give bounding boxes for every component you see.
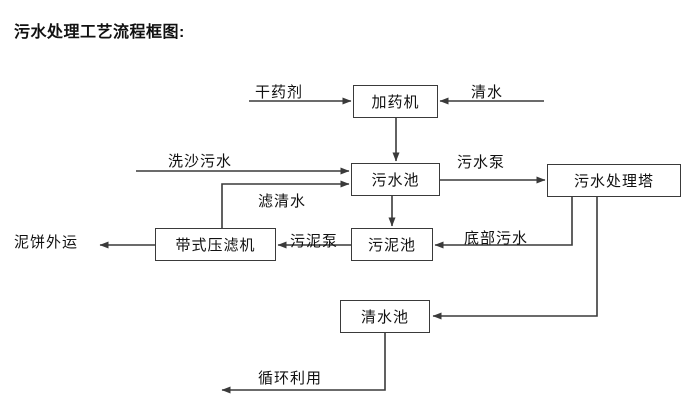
node-belt-filter-press[interactable]: 带式压滤机 (155, 228, 276, 261)
page-title: 污水处理工艺流程框图: (14, 24, 185, 41)
label-sewage-pump: 污水泵 (457, 154, 506, 171)
label-recycle-use: 循环利用 (258, 370, 323, 387)
node-sludge-pool[interactable]: 污泥池 (351, 228, 433, 261)
label-sand-wash-sewage: 洗沙污水 (168, 153, 233, 170)
label-mud-cake-transport-out: 泥饼外运 (14, 234, 79, 251)
edge-tower-to-sludge-pool (434, 197, 573, 249)
label-dry-chemical: 干药剂 (255, 84, 304, 101)
node-sewage-pool[interactable]: 污水池 (351, 163, 440, 196)
node-sewage-treatment-tower[interactable]: 污水处理塔 (547, 164, 681, 197)
label-clear-water-input: 清水 (471, 84, 504, 101)
edge-filter-press-to-sewage-pool (221, 180, 350, 228)
node-clean-water-pool[interactable]: 清水池 (340, 300, 430, 333)
edge-tower-to-clean-water-pool (432, 197, 598, 320)
node-dosing-machine[interactable]: 加药机 (353, 85, 438, 118)
label-bottom-sewage: 底部污水 (464, 230, 529, 247)
edge-clean-water-pool-to-recycle (221, 333, 386, 394)
label-filtered-water: 滤清水 (258, 193, 307, 210)
label-sludge-pump: 污泥泵 (290, 233, 339, 250)
